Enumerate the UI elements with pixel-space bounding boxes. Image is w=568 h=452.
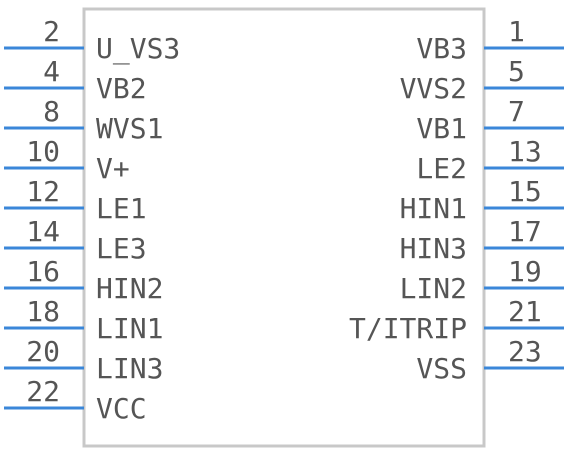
pin-name: HIN1 (400, 192, 467, 225)
pin-name: LIN3 (96, 352, 163, 385)
pin-name: WVS1 (96, 112, 163, 145)
left-pin-group: 2U_VS34VB28WVS110V+12LE114LE316HIN218LIN… (4, 15, 180, 425)
pin-name: LIN1 (96, 312, 163, 345)
pin-number: 2 (43, 15, 60, 48)
right-pin-21: 21T/ITRIP (349, 295, 564, 345)
pin-name: VB3 (416, 32, 467, 65)
pin-name: HIN2 (96, 272, 163, 305)
pin-number: 13 (508, 135, 542, 168)
pin-name: U_VS3 (96, 32, 180, 66)
pin-number: 23 (508, 335, 542, 368)
pin-number: 18 (26, 295, 60, 328)
pin-name: VB2 (96, 72, 147, 105)
pin-number: 14 (26, 215, 60, 248)
left-pin-10: 10V+ (4, 135, 130, 185)
pin-number: 19 (508, 255, 542, 288)
pin-number: 17 (508, 215, 542, 248)
pin-number: 22 (26, 375, 60, 408)
pin-number: 4 (43, 55, 60, 88)
right-pin-group: 1VB35VVS27VB113LE215HIN117HIN319LIN221T/… (349, 15, 564, 385)
pin-number: 1 (508, 15, 525, 48)
pin-name: LE2 (416, 152, 467, 185)
pin-number: 16 (26, 255, 60, 288)
pin-number: 12 (26, 175, 60, 208)
pin-name: LE3 (96, 232, 147, 265)
pin-name: V+ (96, 152, 130, 185)
pin-name: HIN3 (400, 232, 467, 265)
pin-number: 8 (43, 95, 60, 128)
pin-name: LIN2 (400, 272, 467, 305)
pin-number: 15 (508, 175, 542, 208)
pin-name: VCC (96, 392, 147, 425)
pin-number: 5 (508, 55, 525, 88)
left-pin-2: 2U_VS3 (4, 15, 180, 66)
pin-name: VVS2 (400, 72, 467, 105)
pin-name: LE1 (96, 192, 147, 225)
pin-number: 10 (26, 135, 60, 168)
pin-name: VSS (416, 352, 467, 385)
pin-name: T/ITRIP (349, 312, 467, 345)
pin-name: VB1 (416, 112, 467, 145)
pin-number: 7 (508, 95, 525, 128)
pin-number: 20 (26, 335, 60, 368)
component-body (82, 7, 486, 448)
pin-number: 21 (508, 295, 542, 328)
